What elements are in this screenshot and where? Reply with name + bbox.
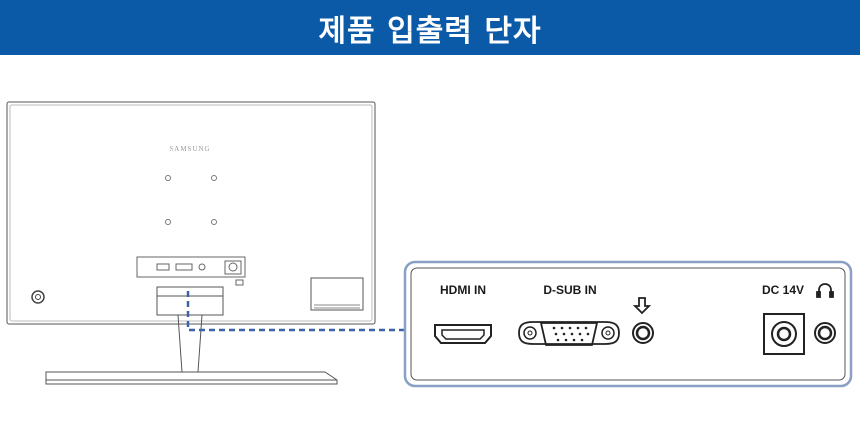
rating-label — [310, 277, 364, 311]
headphone-icon — [816, 283, 834, 298]
audio-in-arrow-icon — [632, 297, 652, 315]
dc-label: DC 14V — [762, 283, 804, 297]
monitor-stand — [45, 286, 338, 385]
hdmi-port-icon — [434, 324, 492, 344]
monitor-back — [6, 101, 376, 325]
hdmi-label: HDMI IN — [440, 283, 486, 297]
dsub-label: D-SUB IN — [543, 283, 596, 297]
monitor-brand-logo: SAMSUNG — [169, 145, 210, 153]
dsub-port-icon — [518, 321, 620, 346]
port-callout — [403, 260, 853, 388]
header-banner: 제품 입출력 단자 — [0, 0, 860, 55]
dc-power-port-icon — [763, 313, 805, 355]
vesa-holes — [165, 175, 217, 225]
headphone-jack-icon — [814, 322, 836, 344]
power-button-icon — [31, 290, 45, 304]
monitor-port-panel — [136, 256, 246, 286]
page-title: 제품 입출력 단자 — [318, 13, 542, 49]
audio-jack-icon — [632, 322, 654, 344]
callout-connector-line — [186, 291, 405, 332]
